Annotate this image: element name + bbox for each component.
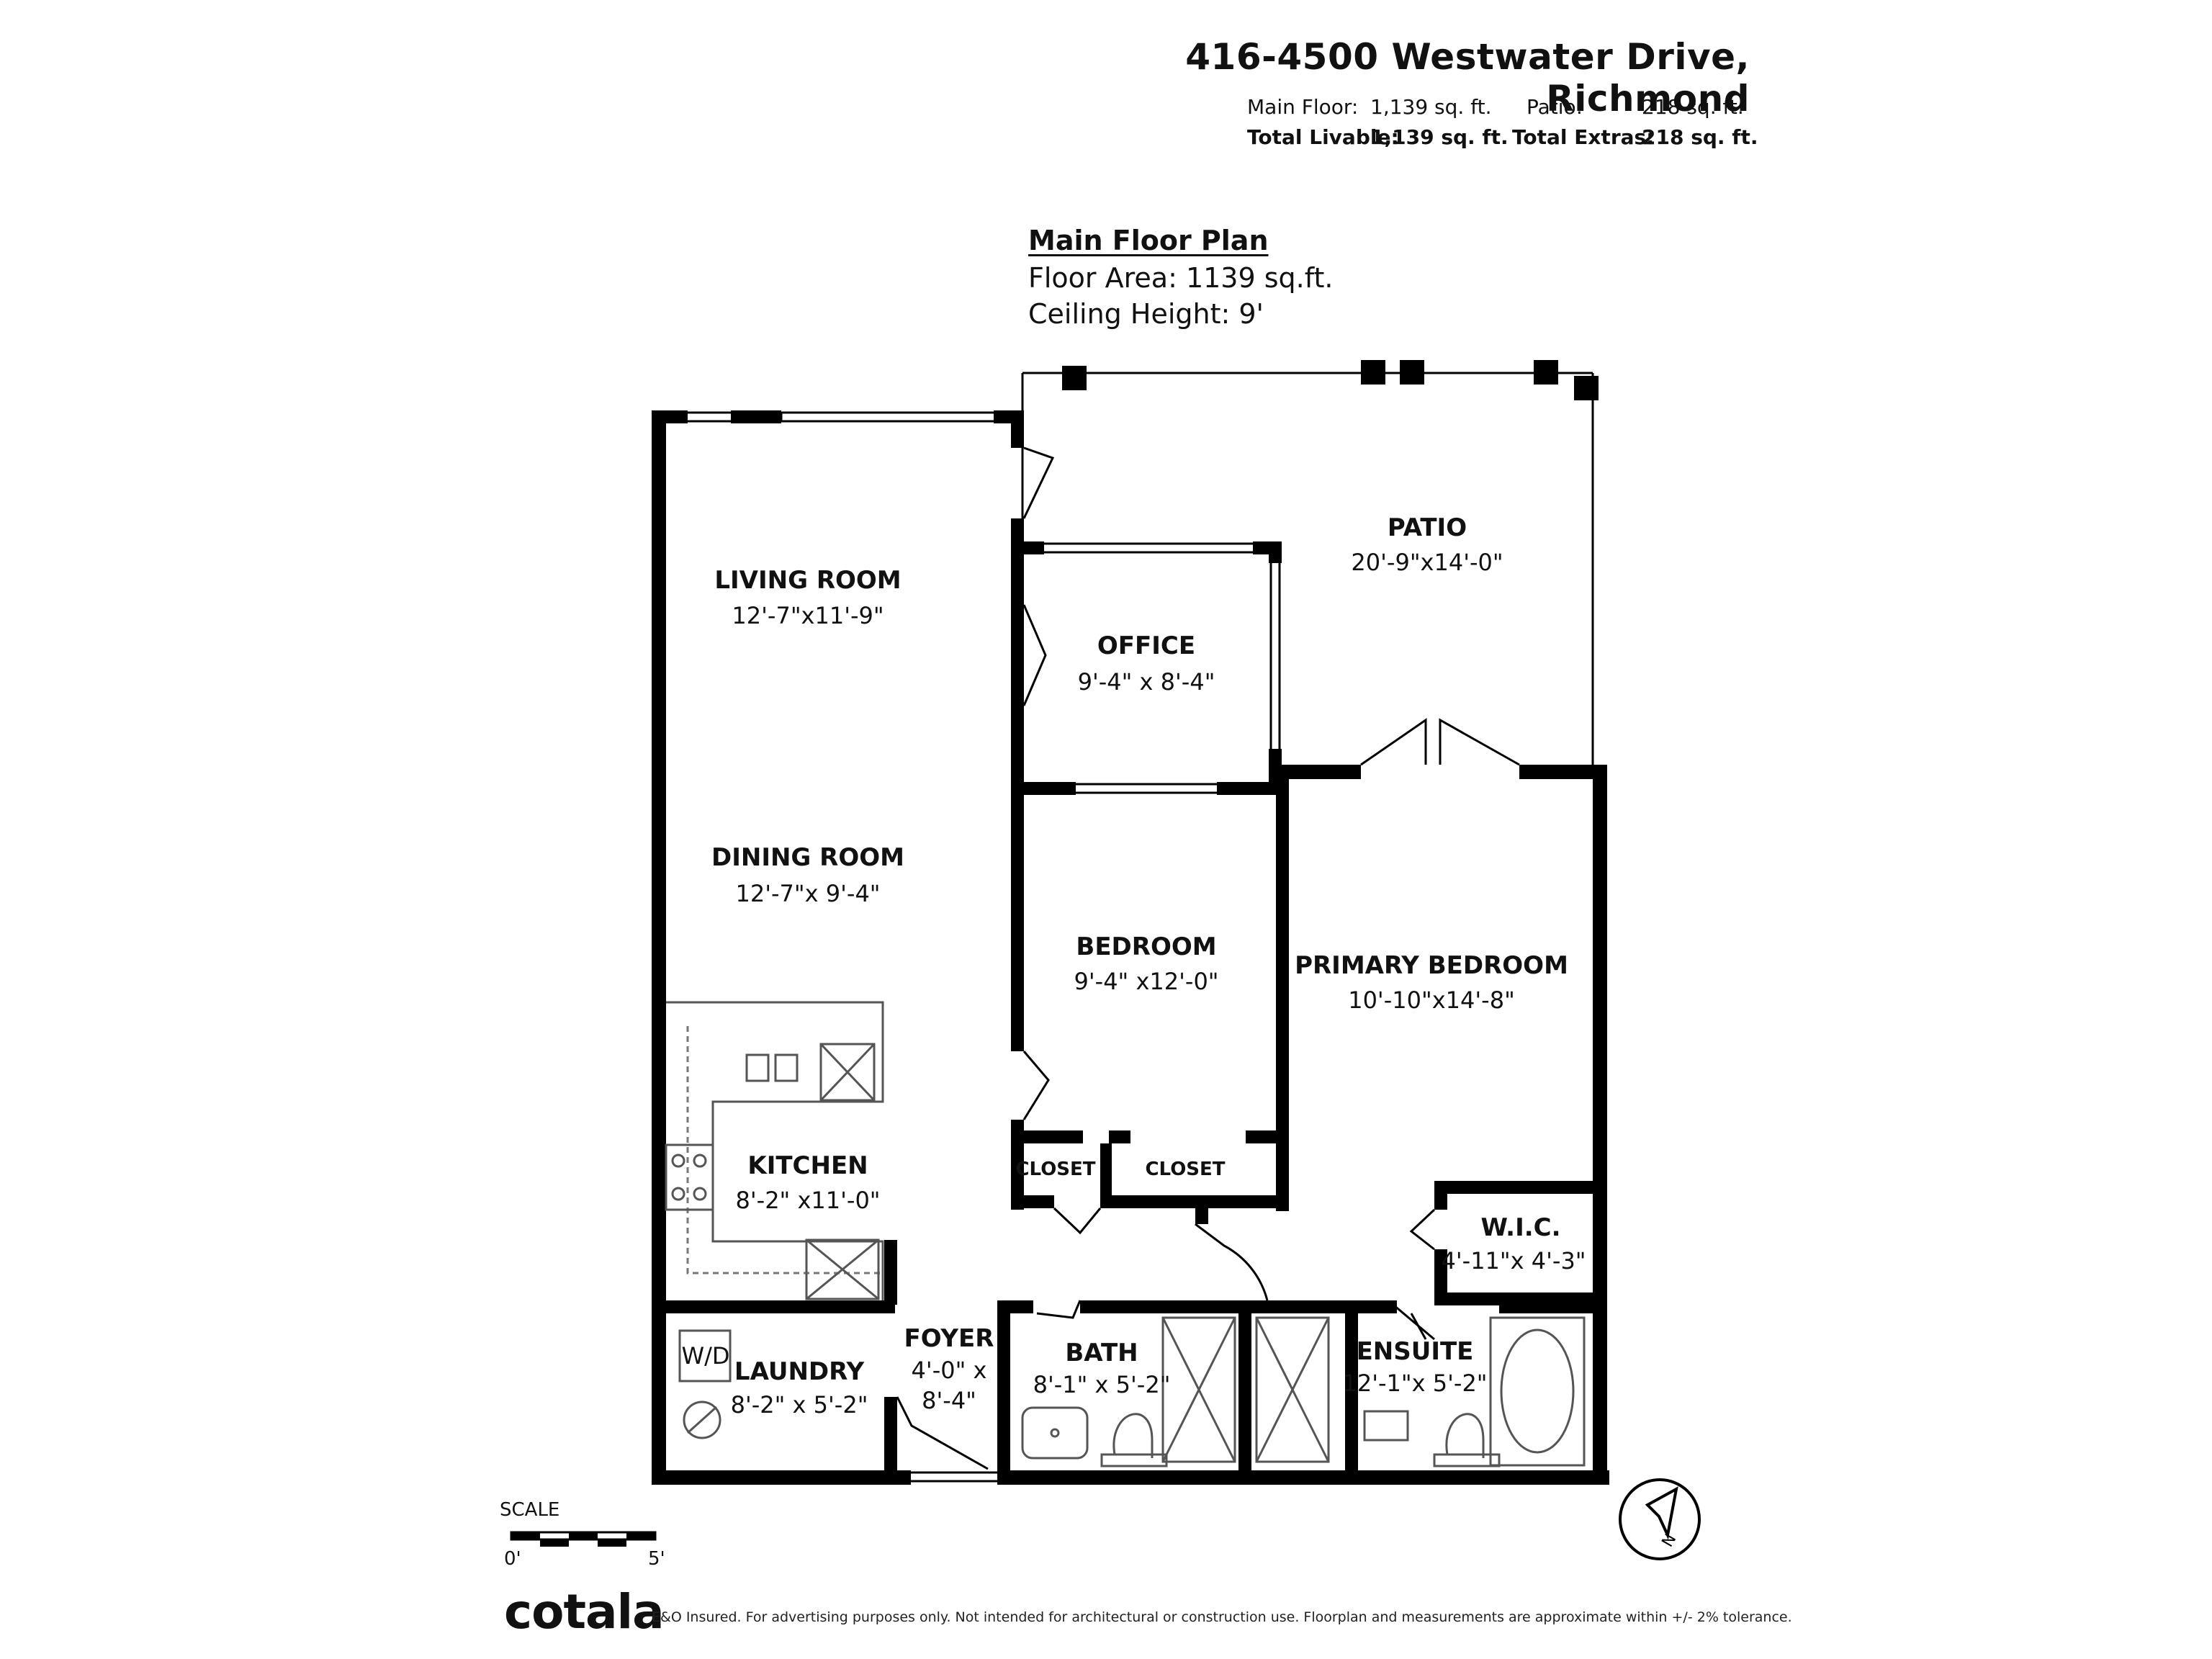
washer-dryer-label: W/D: [681, 1342, 729, 1370]
patio-columns: [1062, 360, 1599, 400]
scale-end: 5': [648, 1548, 665, 1570]
foyer-dims-1: 4'-0" x: [912, 1357, 987, 1384]
total-extras-value: 218 sq. ft.: [1642, 125, 1758, 149]
total-livable-value: 1,139 sq. ft.: [1370, 125, 1509, 149]
primary-bedroom-name: PRIMARY BEDROOM: [1295, 951, 1568, 980]
living-room-name: LIVING ROOM: [714, 566, 901, 595]
main-floor-label: Main Floor:: [1247, 95, 1359, 119]
disclaimer: E&O Insured. For advertising purposes on…: [652, 1609, 1792, 1625]
laundry-name: LAUNDRY: [734, 1357, 865, 1386]
doors: [896, 446, 1520, 1470]
ensuite-dims: 12'-1"x 5'-2": [1342, 1370, 1487, 1397]
scale-start: 0': [504, 1548, 521, 1570]
bath-name: BATH: [1065, 1339, 1138, 1367]
bath-fixtures: [1021, 1316, 1586, 1467]
total-extras-label: Total Extras:: [1512, 125, 1655, 149]
wic-dims: 4'-11"x 4'-3": [1441, 1247, 1586, 1274]
patio-outline: [1021, 372, 1594, 765]
interior-walls: [652, 541, 1607, 1485]
closet-1-label: CLOSET: [1015, 1159, 1095, 1180]
total-livable-label: Total Livable:: [1247, 125, 1399, 149]
closet-2-label: CLOSET: [1145, 1159, 1225, 1180]
patio-dims: 20'-9"x14'-0": [1351, 549, 1503, 576]
bedroom-name: BEDROOM: [1076, 932, 1216, 961]
kitchen-fixtures: [665, 1001, 884, 1300]
bath-dims: 8'-1" x 5'-2": [1033, 1371, 1171, 1398]
windows: [688, 411, 1281, 1483]
foyer-name: FOYER: [904, 1324, 994, 1353]
patio-area-label: Patio:: [1527, 95, 1583, 119]
foyer-dims-2: 8'-4": [922, 1387, 976, 1414]
property-address: 416-4500 Westwater Drive, Richmond: [1185, 36, 1750, 120]
ensuite-name: ENSUITE: [1357, 1337, 1474, 1366]
kitchen-name: KITCHEN: [747, 1151, 868, 1180]
office-name: OFFICE: [1097, 631, 1195, 660]
laundry-fixtures: [678, 1329, 732, 1439]
plan-heading: Main Floor Plan: [1028, 225, 1269, 256]
dining-room-dims: 12'-7"x 9'-4": [735, 880, 880, 907]
scale-bar: [510, 1531, 657, 1547]
living-room-dims: 12'-7"x11'-9": [732, 602, 884, 629]
office-dims: 9'-4" x 8'-4": [1078, 668, 1215, 696]
primary-bedroom-dims: 10'-10"x14'-8": [1348, 986, 1515, 1014]
dining-room-name: DINING ROOM: [711, 843, 904, 872]
patio-area-value: 218 sq. ft.: [1642, 95, 1744, 119]
bedroom-dims: 9'-4" x12'-0": [1074, 968, 1218, 995]
compass-north-label: N: [1659, 1531, 1681, 1550]
floor-area: Floor Area: 1139 sq.ft.: [1028, 262, 1334, 294]
patio-name: PATIO: [1388, 513, 1467, 542]
wic-name: W.I.C.: [1480, 1213, 1560, 1242]
north-arrow-icon: [1619, 1478, 1701, 1560]
scale-label: SCALE: [500, 1499, 560, 1521]
brand-logo: cotala: [504, 1584, 665, 1640]
main-floor-value: 1,139 sq. ft.: [1370, 95, 1492, 119]
ceiling-height: Ceiling Height: 9': [1028, 298, 1264, 330]
kitchen-dims: 8'-2" x11'-0": [735, 1187, 880, 1214]
laundry-dims: 8'-2" x 5'-2": [731, 1391, 868, 1419]
